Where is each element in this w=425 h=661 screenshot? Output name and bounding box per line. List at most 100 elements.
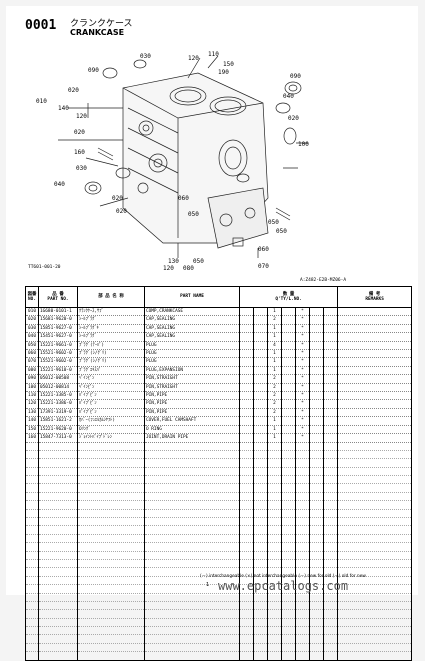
table-cell [309, 383, 324, 393]
table-cell [337, 534, 413, 544]
row-part-no: 1G680-0101-1 [38, 307, 78, 317]
table-cell [25, 525, 39, 535]
table-cell [25, 450, 39, 460]
svg-text:120: 120 [163, 265, 174, 272]
table-cell [239, 559, 254, 569]
table-cell [322, 483, 339, 493]
table-cell [239, 307, 254, 317]
table-cell [281, 500, 296, 510]
row-part-name: PIN,PIPE [144, 391, 240, 401]
row-qty: 2 [267, 391, 282, 401]
table-cell [337, 651, 413, 661]
table-cell [281, 307, 296, 317]
table-cell [38, 483, 78, 493]
table-cell [38, 442, 78, 451]
svg-text:090: 090 [290, 73, 301, 80]
table-cell [239, 651, 254, 661]
table-cell [337, 475, 413, 485]
table-cell [281, 618, 296, 628]
row-qty-mark: * [295, 416, 310, 426]
table-cell [295, 609, 310, 619]
row-part-no: 15451-9627-0 [38, 332, 78, 342]
table-cell [77, 517, 145, 527]
row-no: 030 [25, 324, 39, 334]
row-name-jp: ｼｰﾙﾌﾟﾗｸﾞｷ [77, 324, 145, 334]
row-name-jp: ﾊﾟｲﾌﾟﾋﾟﾝ [77, 391, 145, 401]
svg-text:140: 140 [58, 105, 69, 112]
row-remarks [337, 341, 413, 351]
table-cell [309, 492, 324, 502]
table-cell [309, 483, 324, 493]
table-cell [38, 643, 78, 653]
table-cell [38, 525, 78, 535]
table-cell [322, 315, 339, 325]
table-cell [281, 634, 296, 644]
table-cell [77, 634, 145, 644]
table-cell [322, 374, 339, 384]
table-cell [239, 534, 254, 544]
table-cell [77, 534, 145, 544]
row-part-name: PLUG [144, 357, 240, 367]
table-cell [144, 542, 240, 552]
row-part-no: 15851-1621-2 [38, 416, 78, 426]
table-cell [38, 609, 78, 619]
row-qty: 1 [267, 332, 282, 342]
table-cell [38, 576, 78, 586]
exploded-parts-diagram: 030 090 120 110 150 190 090 040 020 100 … [28, 51, 309, 272]
table-cell [322, 559, 339, 569]
table-cell [239, 500, 254, 510]
interchangeability-legend: (－) interchangeable (×) not interchangea… [200, 574, 366, 579]
row-part-no: 15847-7313-0 [38, 433, 78, 443]
table-cell [38, 593, 78, 602]
svg-text:040: 040 [54, 181, 65, 188]
table-cell [322, 399, 339, 409]
table-cell [322, 643, 339, 653]
row-name-jp: ｼｰﾙﾌﾟﾗｸﾞ [77, 332, 145, 342]
table-cell [309, 626, 324, 636]
table-cell [309, 442, 324, 451]
table-cell [322, 492, 339, 502]
table-cell [309, 399, 324, 409]
row-part-name: PLUG [144, 349, 240, 359]
table-cell [281, 492, 296, 502]
table-cell [239, 509, 254, 519]
table-cell [253, 467, 268, 477]
table-cell [239, 324, 254, 334]
table-cell [77, 542, 145, 552]
svg-text:070: 070 [258, 263, 269, 270]
table-cell [322, 601, 339, 611]
row-qty: 1 [267, 307, 282, 317]
row-remarks [337, 408, 413, 418]
row-remarks [337, 315, 413, 325]
section-title-english: CRANKCASE [70, 28, 125, 37]
row-part-name: PLUG [144, 341, 240, 351]
table-cell [322, 618, 339, 628]
section-number: 0001 [25, 18, 57, 33]
table-cell [253, 525, 268, 535]
table-cell [337, 483, 413, 493]
table-cell [295, 651, 310, 661]
table-cell [337, 500, 413, 510]
row-name-jp: ｸﾗﾝｸｹｰｽ,ｻﾌﾞ [77, 307, 145, 317]
row-qty: 1 [267, 416, 282, 426]
table-cell [144, 609, 240, 619]
row-qty-mark: * [295, 307, 310, 317]
table-cell [77, 609, 145, 619]
row-part-name: CAP,SEALING [144, 332, 240, 342]
empty-row [25, 559, 413, 569]
table-cell [144, 643, 240, 653]
table-cell [309, 425, 324, 435]
row-part-name: O RING [144, 425, 240, 435]
table-cell [267, 509, 282, 519]
row-name-jp: ﾌﾟﾗｸﾞ(ｼ/ｸﾞﾘ) [77, 357, 145, 367]
table-cell [144, 593, 240, 602]
table-cell [144, 626, 240, 636]
table-cell [267, 458, 282, 468]
